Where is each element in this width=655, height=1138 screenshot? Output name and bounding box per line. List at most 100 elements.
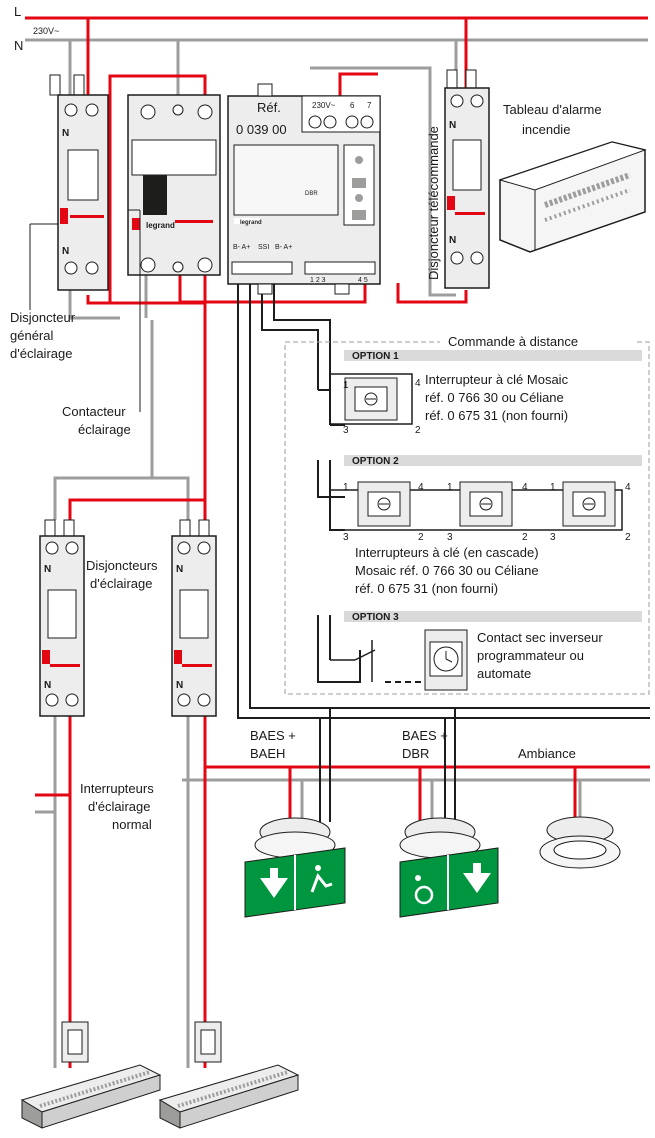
normal-switch-left[interactable] (61, 1021, 89, 1063)
exit-man-icon (315, 865, 321, 871)
alarm-panel-label-2: incendie (522, 122, 570, 137)
option3-contact (330, 640, 376, 682)
remote-breaker: N N (444, 69, 490, 289)
option1-title: OPTION 1 (352, 351, 399, 362)
option1-bar (344, 350, 642, 361)
option3-line2: programmateur ou (477, 648, 584, 663)
baes-baeh-label-2: BAEH (250, 746, 285, 761)
option2-key-switch-2[interactable] (459, 481, 513, 527)
option2-sw2-t2: 2 (522, 532, 528, 543)
control-unit-dbr: DBR (305, 191, 318, 197)
lighting-breaker-right-pole-bottom: N (176, 680, 183, 691)
control-unit-nums2: 4 5 (358, 277, 368, 284)
option3-line3: automate (477, 666, 531, 681)
alarm-panel-label-1: Tableau d'alarme (503, 102, 602, 117)
option2-sw3-t4: 4 (625, 482, 631, 493)
option1-key-switch[interactable] (329, 373, 413, 425)
option2-sw1-t3: 3 (343, 532, 349, 543)
option2-key-switch-3[interactable] (562, 481, 616, 527)
lighting-breaker-right-pole-top: N (176, 564, 183, 575)
option3-line1: Contact sec inverseur (477, 630, 603, 645)
control-unit-brand: legrand (240, 220, 262, 226)
control-unit-term7: 7 (367, 101, 372, 110)
option2-sw1-t1: 1 (343, 482, 349, 493)
option2-line3: réf. 0 675 31 (non fourni) (355, 581, 498, 596)
option2-line2: Mosaic réf. 0 766 30 ou Céliane (355, 563, 539, 578)
control-unit-br: B- A+ (275, 244, 292, 251)
baes-baeh-label-1: BAES + (250, 728, 296, 743)
normal-switch-right[interactable] (194, 1021, 222, 1063)
phase-label: L (14, 4, 21, 19)
phase-wires (25, 16, 650, 1068)
remote-control-title: Commande à distance (448, 334, 578, 349)
control-unit: legrand (227, 83, 381, 295)
contactor-brand: legrand (146, 221, 175, 230)
option2-sw3-t3: 3 (550, 532, 556, 543)
contactor-label-2: éclairage (78, 422, 131, 437)
remote-breaker-label: Disjoncteur télécommande (426, 126, 441, 280)
remote-breaker-pole-top: N (449, 120, 456, 131)
main-breaker-label-3: d'éclairage (10, 346, 72, 361)
option2-bar (344, 455, 642, 466)
main-breaker-pole-bottom: N (62, 246, 69, 257)
main-breaker-pole-top: N (62, 128, 69, 139)
control-unit-ref-number: 0 039 00 (236, 122, 287, 137)
option2-sw1-t4: 4 (418, 482, 424, 493)
option2-title: OPTION 2 (352, 456, 399, 467)
control-unit-nums: 1 2 3 (310, 277, 326, 284)
option2-sw3-t2: 2 (625, 532, 631, 543)
main-breaker-label-1: Disjoncteur (10, 310, 76, 325)
switches-label-2: d'éclairage (88, 799, 150, 814)
option2-sw2-t3: 3 (447, 532, 453, 543)
option3-title: OPTION 3 (352, 612, 399, 623)
control-unit-voltage: 230V~ (312, 101, 336, 110)
control-unit-ref-label: Réf. (257, 100, 281, 115)
voltage-label: 230V~ (33, 26, 59, 36)
lighting-breakers-label-2: d'éclairage (90, 576, 152, 591)
lighting-breakers-label-1: Disjoncteurs (86, 558, 158, 573)
baes-dbr-label-2: DBR (402, 746, 429, 761)
contactor: legrand (127, 94, 221, 276)
luminaire-baes-dbr (399, 817, 499, 918)
remote-breaker-pole-bottom: N (449, 235, 456, 246)
option2-line1: Interrupteurs à clé (en cascade) (355, 545, 539, 560)
option1-line3: réf. 0 675 31 (non fourni) (425, 408, 568, 423)
control-unit-term6: 6 (350, 101, 355, 110)
luminaire-ambiance (539, 816, 621, 869)
remote-control-frame (284, 341, 650, 695)
down-arrow-icon-2 (463, 863, 491, 893)
switches-label-3: normal (112, 817, 152, 832)
lighting-breaker-left: N N (39, 519, 85, 717)
option1-t4: 4 (415, 378, 421, 389)
lighting-breaker-left-pole-top: N (44, 564, 51, 575)
option1-t3: 3 (343, 425, 349, 436)
option2-sw2-t1: 1 (447, 482, 453, 493)
switches-label-1: Interrupteurs (80, 781, 154, 796)
lighting-breaker-right: N N (171, 519, 217, 717)
light-fitting-left (20, 1064, 162, 1129)
lighting-breaker-left-pole-bottom: N (44, 680, 51, 691)
option3-bar (344, 611, 642, 622)
wheelchair-icon (415, 875, 421, 881)
control-unit-bl: B- A+ (233, 244, 250, 251)
contactor-label-1: Contacteur (62, 404, 126, 419)
luminaire-baes-baeh (244, 817, 346, 918)
option2-sw2-t4: 4 (522, 482, 528, 493)
option2-key-switch-1[interactable] (357, 481, 411, 527)
option2-sw1-t2: 2 (418, 532, 424, 543)
option1-t1: 1 (343, 380, 349, 391)
main-breaker-label-2: général (10, 328, 53, 343)
main-breaker: N N (49, 74, 109, 291)
alarm-panel (498, 141, 647, 253)
baes-dbr-label-1: BAES + (402, 728, 448, 743)
option1-line2: réf. 0 766 30 ou Céliane (425, 390, 564, 405)
option1-line1: Interrupteur à clé Mosaic (425, 372, 569, 387)
ambiance-label: Ambiance (518, 746, 576, 761)
neutral-label: N (14, 38, 23, 53)
down-arrow-icon (260, 868, 288, 898)
option1-t2: 2 (415, 425, 421, 436)
control-unit-ssi: SSI (258, 244, 269, 251)
option3-timer (424, 629, 468, 691)
light-fitting-right (158, 1064, 300, 1129)
